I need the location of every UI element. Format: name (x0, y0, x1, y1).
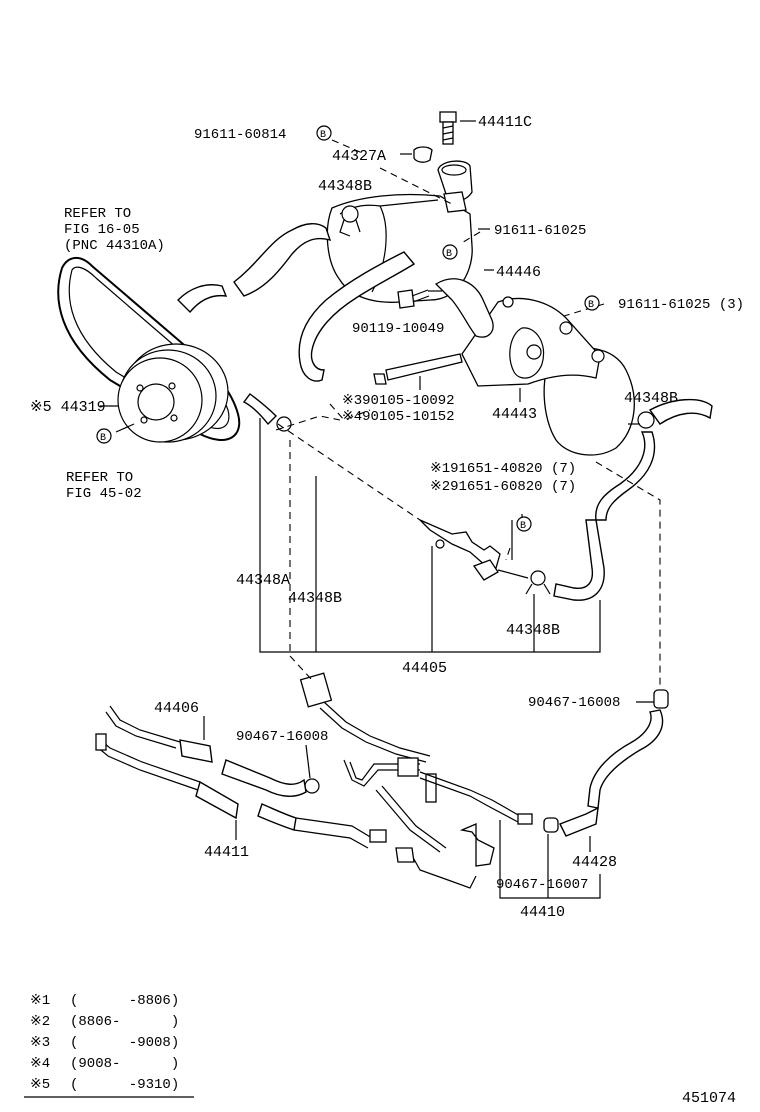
lower-tubes (95, 672, 664, 889)
legend-range-4: (9008- ) (70, 1056, 179, 1072)
drive-belt (57, 257, 241, 441)
legend-mark-5: ※5 (30, 1077, 50, 1093)
refer-note-pulley: REFER TO FIG 45-02 (66, 470, 142, 502)
label-44446: 44446 (496, 264, 541, 281)
legend-mark-4: ※4 (30, 1056, 50, 1072)
leader-lines (100, 120, 654, 899)
label-90467-16008-left: 90467-16008 (236, 729, 328, 745)
label-490105-10152: ※490105-10152 (342, 409, 455, 425)
label-44410: 44410 (520, 904, 565, 921)
pulley-44319 (117, 343, 229, 443)
label-390105-10092: ※390105-10092 (342, 393, 455, 409)
label-44348b-lower: 44348B (506, 622, 560, 639)
label-91611-61025-3: 91611-61025 (3) (618, 297, 744, 313)
b-marker-2: B (446, 249, 452, 260)
b-marker-3: B (588, 300, 594, 311)
label-44348b-left: 44348B (288, 590, 342, 607)
label-44405: 44405 (402, 660, 447, 677)
b-marker-5: B (520, 521, 526, 532)
legend-mark-2: ※2 (30, 1014, 50, 1030)
b-marker-4: B (100, 433, 106, 444)
refer-belt-line1: REFER TO (64, 206, 131, 222)
label-191651-40820: ※191651-40820 (7) (430, 461, 576, 477)
legend-mark-1: ※1 (30, 993, 50, 1009)
refer-belt-line2: FIG 16-05 (64, 222, 140, 238)
refer-pulley-line2: FIG 45-02 (66, 486, 142, 502)
label-90119-10049: 90119-10049 (352, 321, 444, 337)
legend-range-5: ( -9310) (70, 1077, 179, 1093)
upper-hoses (177, 223, 713, 601)
label-44348b-top: 44348B (318, 178, 372, 195)
part-labels: 91611-60814 44411C 44327A 44348B 91611-6… (30, 114, 744, 921)
date-range-legend: ※1 ( -8806) ※2 (8806- ) ※3 ( -9008) ※4 (… (24, 993, 194, 1098)
legend-range-1: ( -8806) (70, 993, 179, 1009)
label-44443: 44443 (492, 406, 537, 423)
b-markers: B B B B B (96, 125, 600, 532)
label-91611-60814: 91611-60814 (194, 127, 286, 143)
legend-mark-3: ※3 (30, 1035, 50, 1051)
label-91611-61025: 91611-61025 (494, 223, 586, 239)
label-44319: ※5 44319 (30, 399, 106, 416)
label-90467-16008-right: 90467-16008 (528, 695, 620, 711)
label-44411: 44411 (204, 844, 249, 861)
label-291651-60820: ※291651-60820 (7) (430, 479, 576, 495)
label-90467-16007: 90467-16007 (496, 877, 588, 893)
label-44406: 44406 (154, 700, 199, 717)
refer-belt-line3: (PNC 44310A) (64, 238, 165, 254)
label-44327a: 44327A (332, 148, 386, 165)
legend-range-2: (8806- ) (70, 1014, 179, 1030)
label-44348a: 44348A (236, 572, 290, 589)
label-44348b-right: 44348B (624, 390, 678, 407)
label-44411c: 44411C (478, 114, 532, 131)
refer-pulley-line1: REFER TO (66, 470, 133, 486)
b-marker-1: B (320, 130, 326, 141)
middle-pipe (419, 519, 529, 581)
legend-range-3: ( -9008) (70, 1035, 179, 1051)
figure-number: 451074 (682, 1090, 736, 1107)
clamps (276, 205, 669, 833)
refer-note-belt: REFER TO FIG 16-05 (PNC 44310A) (64, 206, 165, 254)
label-44428: 44428 (572, 854, 617, 871)
